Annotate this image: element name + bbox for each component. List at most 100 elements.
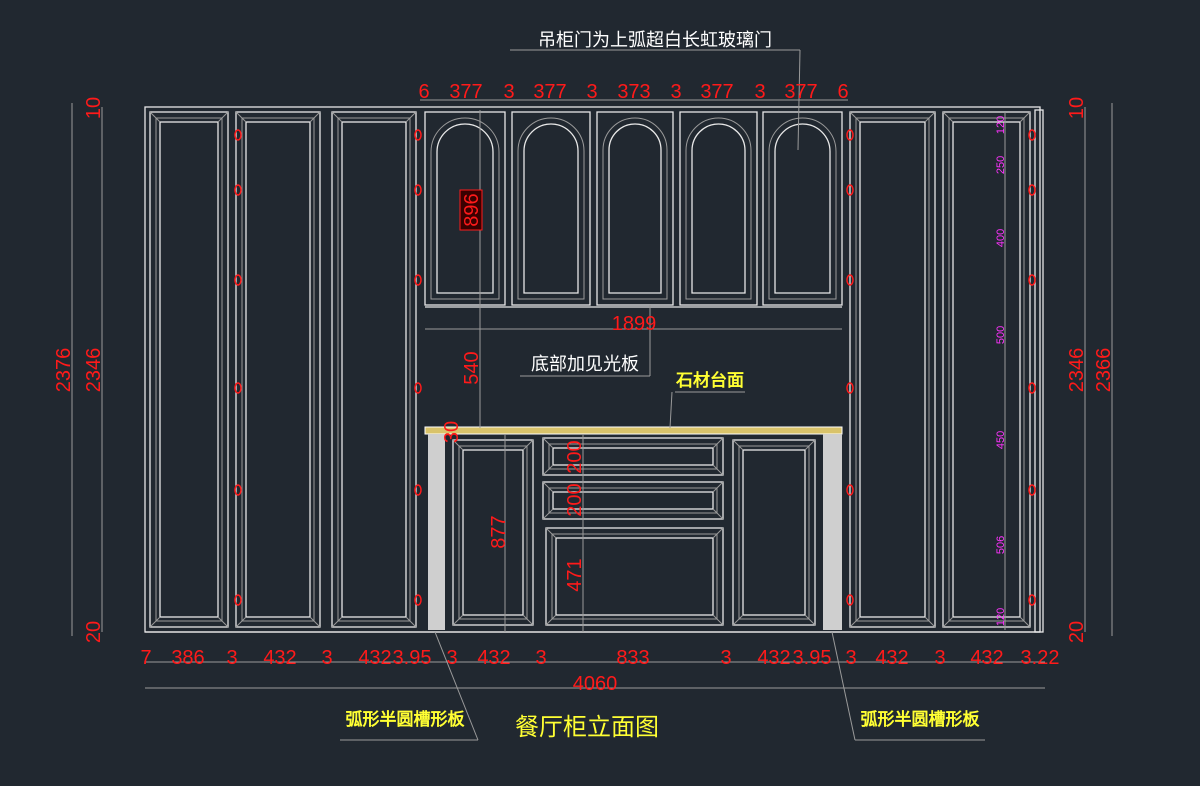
hinge-icon: [1028, 274, 1036, 286]
top-dim-1: 377: [449, 81, 482, 103]
hinge-icon: [234, 594, 242, 606]
right-inner-height-dim: 2346: [1066, 348, 1088, 393]
shelf-dim-2: 400: [995, 229, 1007, 247]
bottom-dim-12: 432: [757, 647, 790, 669]
arched-glass-door-5: [762, 111, 843, 306]
right-outer-height-dim: 2366: [1093, 348, 1115, 393]
top-dim-2: 3: [503, 81, 514, 103]
right-end-panel: [1034, 109, 1044, 633]
drawer-3-height-dim: 471: [564, 558, 586, 591]
hinge-icon: [1028, 184, 1036, 196]
arched-glass-door-2: [511, 111, 591, 306]
hinge-icon: [414, 129, 422, 141]
open-height-dim: 540: [461, 351, 483, 384]
top-dim-8: 3: [754, 81, 765, 103]
hinge-icon: [414, 382, 422, 394]
bottom-dim-17: 432: [970, 647, 1003, 669]
drawer-1: [542, 437, 724, 476]
hinge-icon: [234, 184, 242, 196]
shelf-dim-4: 450: [995, 431, 1007, 449]
tall-door-3: [331, 111, 417, 628]
hinge-icon: [1028, 382, 1036, 394]
tall-door-1: [149, 111, 229, 628]
bottom-dim-5: 432: [358, 647, 391, 669]
hinge-icon: [414, 184, 422, 196]
arched-glass-door-3: [596, 111, 674, 306]
hinge-icon: [846, 129, 854, 141]
drawer-3: [545, 527, 724, 626]
shelf-dimension-column: 120 250 400 500 450 506 120: [995, 116, 1007, 626]
base-door-height-dim: 877: [488, 515, 510, 548]
tall-door-4: [849, 111, 936, 628]
groove-panel-left: [428, 434, 445, 630]
left-bottom-gap-dim: 20: [83, 621, 105, 643]
hinge-icon: [234, 484, 242, 496]
shelf-dim-3: 500: [995, 326, 1007, 344]
hinge-icon: [414, 594, 422, 606]
hinge-icon: [234, 274, 242, 286]
tall-door-2: [235, 111, 321, 628]
bottom-dim-16: 3: [934, 647, 945, 669]
hinge-icon: [1028, 594, 1036, 606]
top-glass-door-note: 吊柜门为上弧超白长虹玻璃门: [538, 30, 772, 51]
hinge-icon: [1028, 484, 1036, 496]
arched-glass-door-4: [679, 111, 758, 306]
hinge-icon: [414, 274, 422, 286]
hinge-icon: [846, 382, 854, 394]
bottom-dim-4: 3: [321, 647, 332, 669]
shelf-dim-1: 250: [995, 156, 1007, 174]
base-door-left: [452, 439, 534, 626]
bottom-dim-11: 3: [720, 647, 731, 669]
bottom-dim-6: 3.95: [393, 647, 432, 669]
hinge-icon: [234, 129, 242, 141]
right-top-gap-dim: 10: [1066, 97, 1088, 119]
top-dim-9: 377: [784, 81, 817, 103]
left-inner-height-dim: 2346: [83, 348, 105, 393]
bottom-dim-0: 7: [140, 647, 151, 669]
right-bottom-gap-dim: 20: [1066, 621, 1088, 643]
drawer-1-height-dim: 200: [564, 440, 586, 473]
base-door-right: [732, 439, 816, 626]
hinge-icon: [846, 184, 854, 196]
arched-glass-door-1: [424, 111, 506, 306]
drawer-2: [542, 481, 724, 520]
hinge-icon: [234, 382, 242, 394]
bottom-dim-15: 432: [875, 647, 908, 669]
drawer-2-height-dim: 200: [564, 483, 586, 516]
counter-thickness-dim: 30: [441, 421, 463, 443]
bottom-dim-7: 3: [446, 647, 457, 669]
groove-panel-right: [823, 434, 842, 630]
left-outer-height-dim: 2376: [53, 348, 75, 393]
top-dim-0: 6: [418, 81, 429, 103]
bottom-dim-3: 432: [263, 647, 296, 669]
hinge-icon: [846, 594, 854, 606]
top-dim-5: 373: [617, 81, 650, 103]
light-panel-note: 底部加见光板: [531, 354, 639, 375]
bottom-dim-18: 3.22: [1021, 647, 1060, 669]
drawing-title: 餐厅柜立面图: [515, 713, 659, 741]
bottom-dim-1: 386: [171, 647, 204, 669]
shelf-dim-6: 120: [995, 608, 1007, 626]
upper-door-height-dim: 896: [461, 193, 483, 226]
bottom-dim-14: 3: [845, 647, 856, 669]
top-dim-4: 3: [586, 81, 597, 103]
groove-panel-note-right: 弧形半圆槽形板: [861, 709, 981, 730]
hinge-icon: [1028, 129, 1036, 141]
tall-door-5: [942, 111, 1031, 628]
bottom-dim-9: 3: [535, 647, 546, 669]
shelf-dim-0: 120: [995, 116, 1007, 134]
bottom-dim-8: 432: [477, 647, 510, 669]
bottom-dim-2: 3: [226, 647, 237, 669]
bottom-dim-10: 833: [616, 647, 649, 669]
hinge-icon: [846, 484, 854, 496]
shelf-dim-5: 506: [995, 536, 1007, 554]
hinge-icon: [414, 484, 422, 496]
cabinet-geometry: [144, 106, 1044, 633]
hinge-icon: [846, 274, 854, 286]
top-dim-10: 6: [837, 81, 848, 103]
top-dim-7: 377: [700, 81, 733, 103]
open-width-dim: 1899: [612, 313, 657, 335]
